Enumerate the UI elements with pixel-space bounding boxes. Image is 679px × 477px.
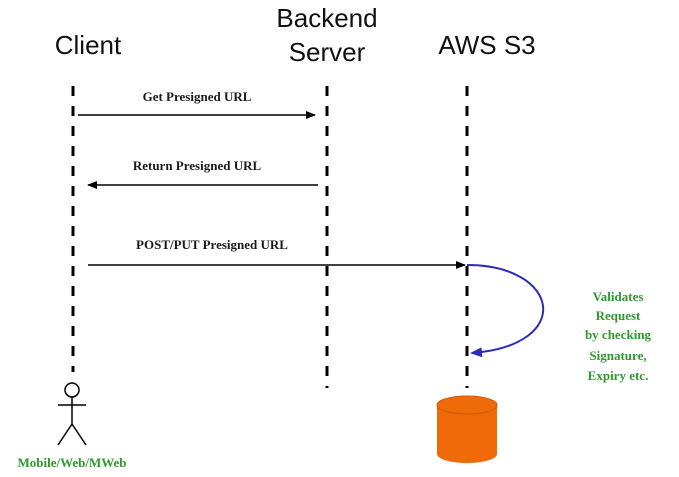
actor-label: Mobile/Web/MWeb (17, 455, 126, 470)
lane-title-s3: AWS S3 (438, 30, 535, 60)
lane-title-backend-line1: Backend (276, 3, 377, 33)
lane-title-backend-line2: Server (289, 37, 366, 67)
person-icon (57, 382, 87, 446)
note-line-3: by checking (585, 327, 652, 342)
note-line-5: Expiry etc. (588, 368, 649, 383)
note-line-2: Request (596, 308, 641, 323)
message-label-return-presigned-url: Return Presigned URL (133, 158, 262, 173)
note-line-1: Validates (593, 289, 644, 304)
message-label-get-presigned-url: Get Presigned URL (143, 89, 252, 104)
note-line-4: Signature, (589, 348, 646, 363)
self-call-validate-arrow (466, 264, 545, 358)
lane-title-client: Client (55, 30, 122, 60)
message-label-post-put-presigned-url: POST/PUT Presigned URL (136, 237, 288, 252)
storage-bucket-icon (436, 395, 498, 463)
